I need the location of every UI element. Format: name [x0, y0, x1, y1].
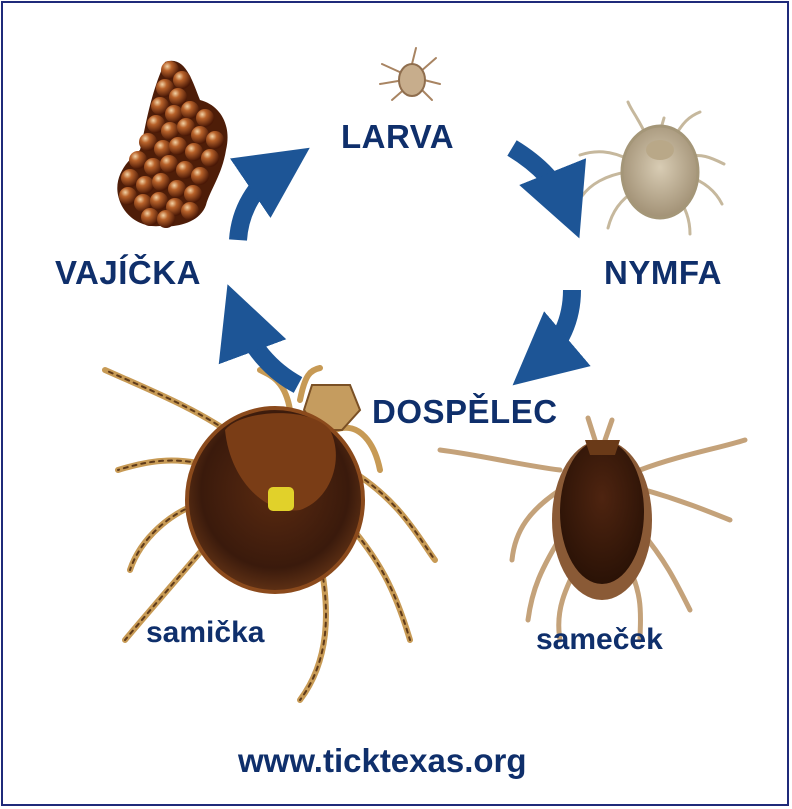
male-tick-image: [440, 418, 745, 640]
cycle-arrows: [238, 148, 572, 385]
arrow-larva-to-nymph: [512, 148, 566, 205]
male-label: sameček: [536, 623, 663, 657]
egg-cluster-image: [117, 61, 227, 228]
stage-label-eggs: VAJÍČKA: [55, 254, 201, 292]
nymph-tick-image: [580, 102, 724, 234]
arrow-adult-to-eggs: [240, 318, 298, 385]
stage-label-larva: LARVA: [341, 118, 454, 156]
stage-label-nymph: NYMFA: [604, 254, 722, 292]
source-url: www.ticktexas.org: [238, 742, 527, 780]
arrow-nymph-to-adult: [540, 290, 572, 362]
stage-label-adult: DOSPĚLEC: [372, 393, 558, 431]
female-label: samička: [146, 616, 264, 650]
larva-tick-image: [380, 48, 440, 100]
arrow-eggs-to-larva: [238, 168, 280, 240]
